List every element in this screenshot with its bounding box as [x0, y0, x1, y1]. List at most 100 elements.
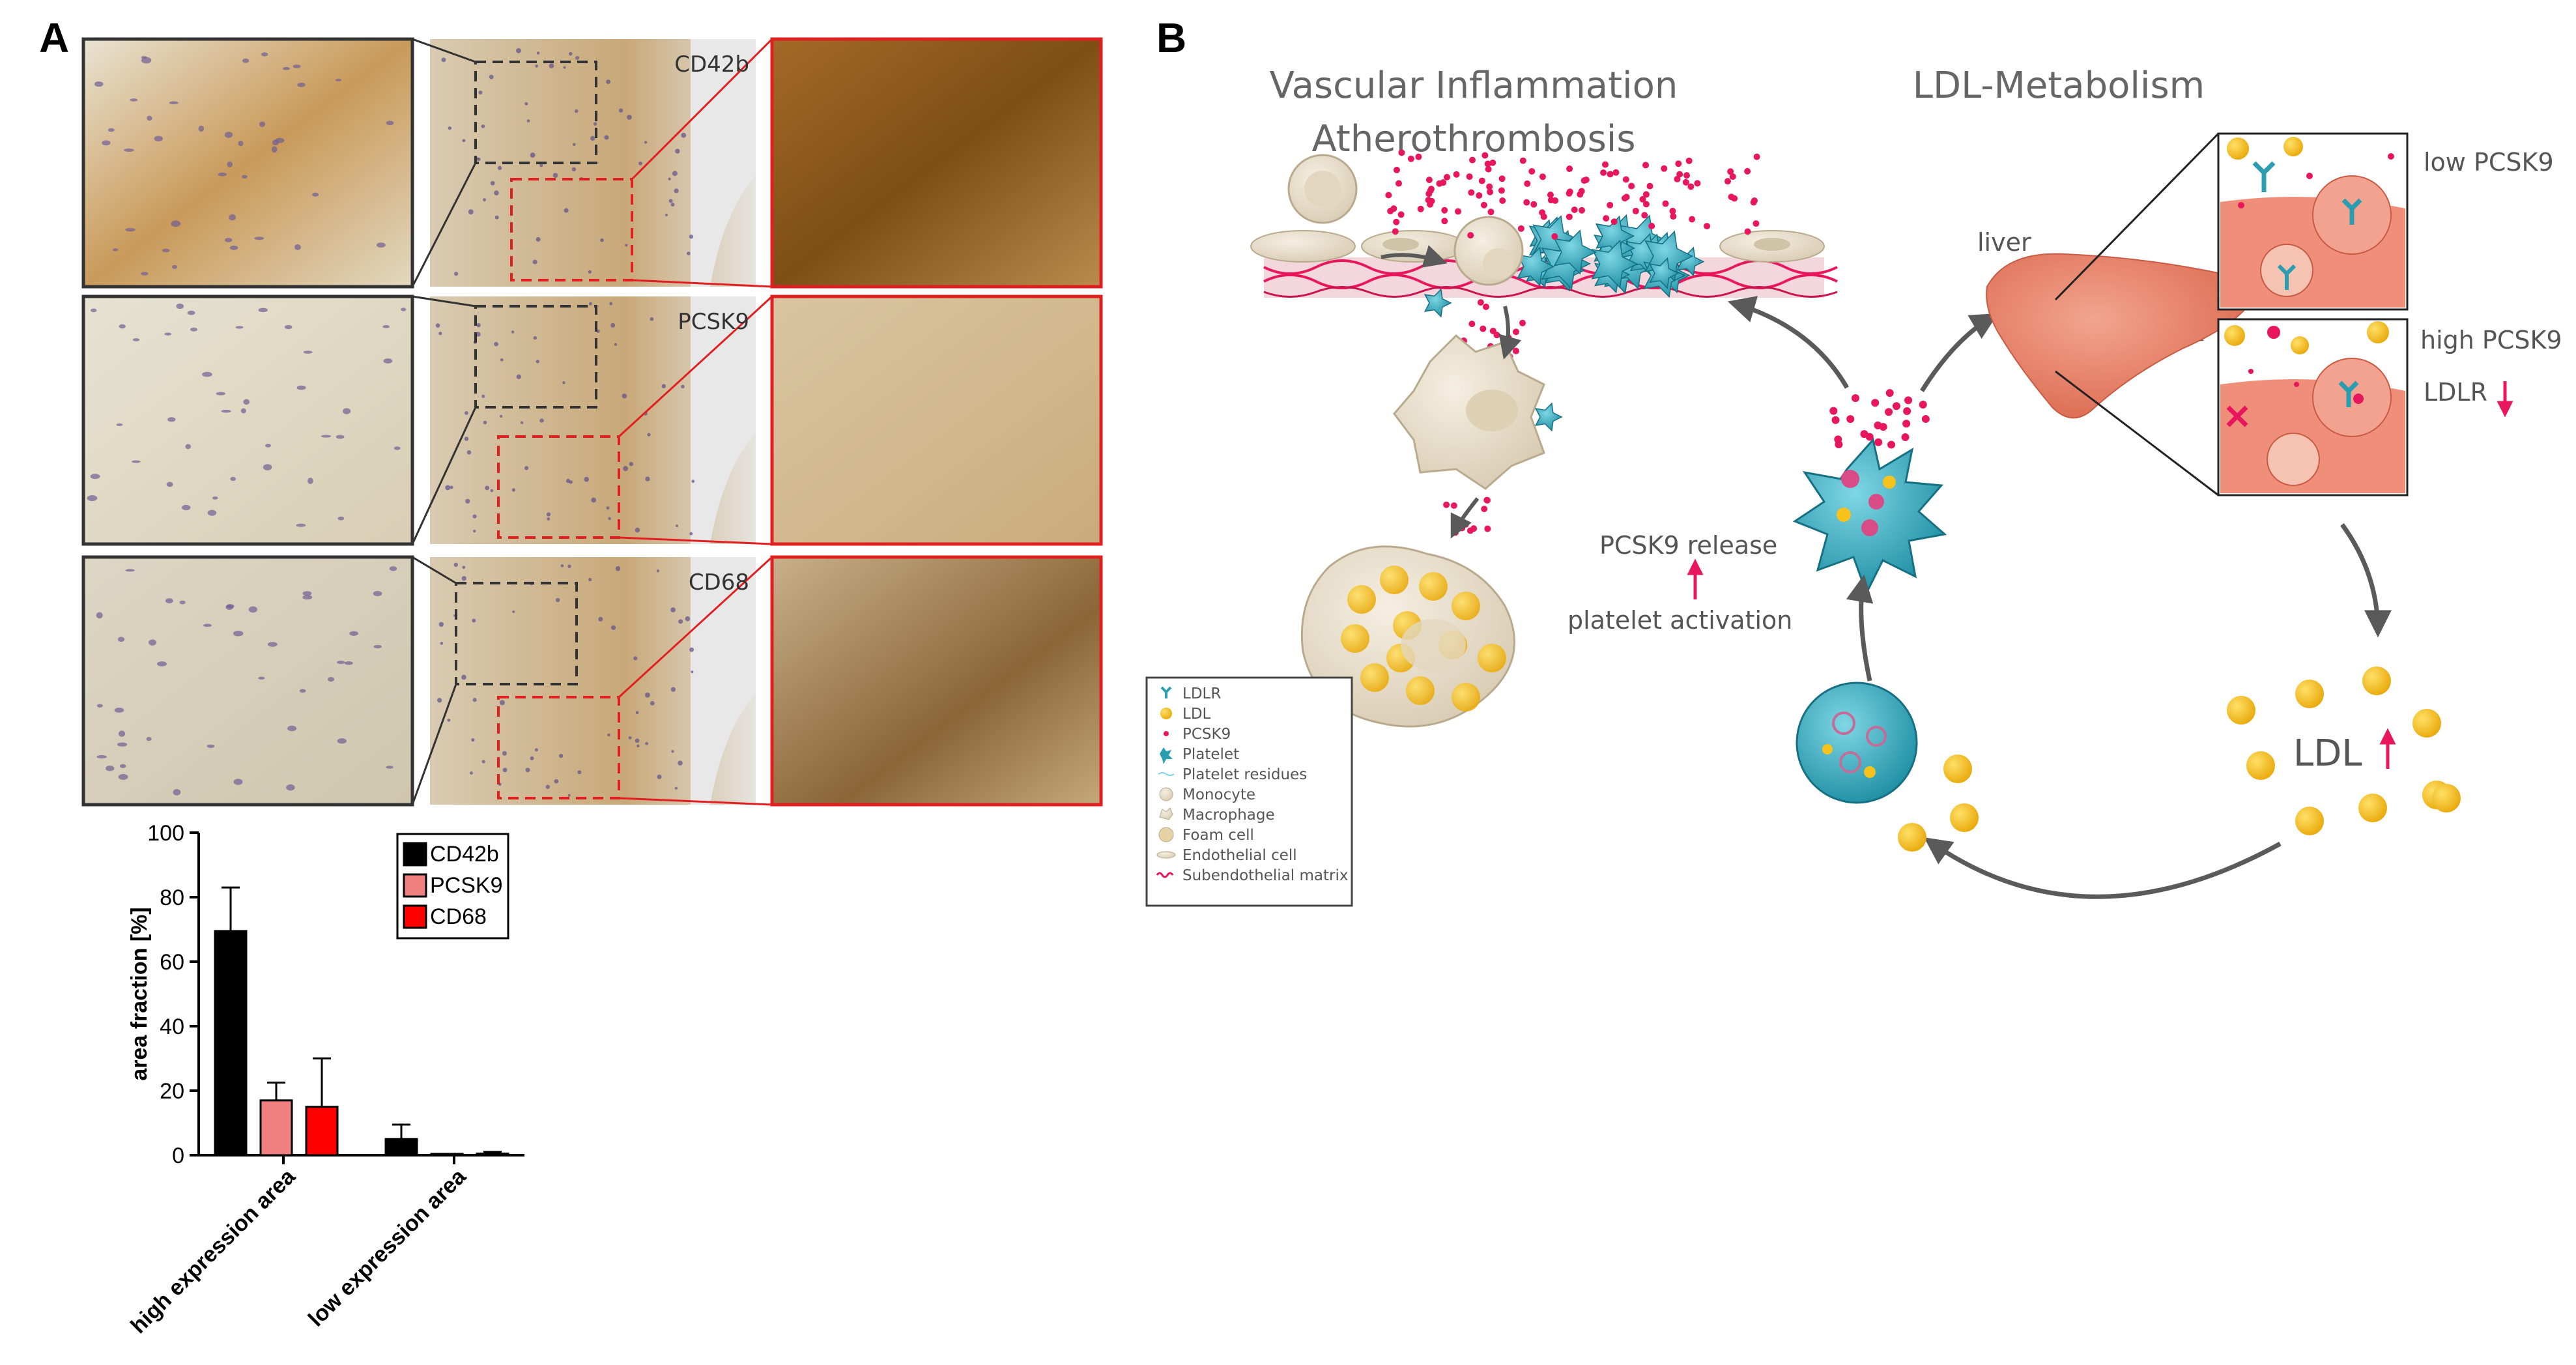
- nucleus: [261, 52, 268, 57]
- pcsk9-dot: [1540, 213, 1547, 220]
- nucleus: [563, 66, 566, 69]
- nucleus: [224, 238, 233, 242]
- pcsk9-dot: [1468, 189, 1475, 196]
- nucleus: [386, 121, 394, 126]
- pcsk9-dot: [1579, 207, 1586, 214]
- pcsk9-dot: [1674, 175, 1681, 182]
- nucleus: [448, 126, 452, 130]
- pcsk9-dot: [1603, 215, 1610, 222]
- nucleus: [112, 248, 119, 251]
- nucleus: [536, 360, 539, 364]
- pcsk9-dot: [1675, 160, 1682, 167]
- nucleus: [476, 323, 481, 328]
- nucleus: [476, 332, 481, 337]
- nucleus: [472, 618, 476, 623]
- nucleus: [534, 748, 538, 752]
- bar-pcsk9-low: [430, 1153, 464, 1157]
- released-pcsk9-dot: [1871, 399, 1880, 407]
- pcsk9-dot: [1499, 197, 1506, 204]
- nucleus: [216, 392, 225, 395]
- arrow-to-ldl: [2340, 523, 2392, 638]
- pcsk9-dot: [1436, 180, 1443, 187]
- foam-cell-icon: [1158, 827, 1174, 842]
- pcsk9-dot: [1480, 325, 1487, 332]
- nucleus: [614, 343, 618, 346]
- nucleus: [265, 444, 271, 448]
- nucleus: [671, 750, 674, 753]
- nucleus: [233, 779, 243, 785]
- nucleus: [549, 63, 554, 68]
- nucleus: [167, 417, 176, 422]
- pcsk9-dot: [1744, 228, 1751, 235]
- ldl-particle: [2362, 667, 2391, 695]
- nucleus: [568, 51, 573, 56]
- pcsk9-dot: [1646, 182, 1653, 190]
- roi-box-high: [510, 178, 633, 281]
- endothelial-cell-icon: [1156, 851, 1176, 859]
- connector-line: [631, 38, 773, 180]
- x-tick-label: high expression area: [126, 1164, 300, 1338]
- nucleus: [96, 612, 103, 619]
- nucleus: [533, 336, 537, 340]
- nucleus: [96, 704, 103, 708]
- nucleus: [286, 784, 295, 791]
- nucleus: [132, 338, 140, 341]
- y-tick-label: 100: [147, 821, 184, 846]
- roi-box-low: [455, 582, 578, 685]
- nucleus: [625, 244, 628, 247]
- pcsk9-dot: [1601, 161, 1609, 168]
- pcsk9-dot: [1729, 173, 1736, 180]
- legend-item: LDL: [1160, 706, 1211, 723]
- bar-cd42b-low: [384, 1138, 418, 1157]
- pcsk9-dot: [1600, 169, 1607, 176]
- nucleus: [242, 58, 250, 63]
- nucleus: [512, 610, 515, 613]
- bar-cd68-high: [305, 1106, 339, 1157]
- nucleus: [461, 576, 466, 581]
- nucleus: [689, 234, 694, 239]
- pcsk9-dot: [1632, 207, 1639, 214]
- nucleus: [96, 755, 107, 759]
- pcsk9-dot: [1687, 183, 1695, 190]
- nucleus: [539, 163, 543, 167]
- nucleus: [627, 115, 632, 120]
- nucleus: [187, 310, 195, 315]
- nucleus: [473, 529, 476, 533]
- pcsk9-dot: [1393, 166, 1400, 173]
- pcsk9-dot: [1444, 173, 1451, 180]
- y-axis-label: area fraction [%]: [127, 907, 152, 1080]
- legend-item-label: Platelet residues: [1182, 766, 1307, 783]
- nucleus: [462, 566, 466, 569]
- nucleus: [373, 644, 382, 649]
- pcsk9-dot: [1481, 152, 1489, 159]
- nucleus: [678, 619, 683, 624]
- pcsk9-dot: [1477, 299, 1484, 306]
- lipid-droplet: [1380, 566, 1409, 594]
- nucleus: [382, 325, 390, 328]
- nucleus: [401, 308, 407, 311]
- pcsk9-dot: [1441, 207, 1448, 214]
- nucleus: [569, 480, 573, 484]
- nucleus: [258, 676, 265, 680]
- nucleus: [483, 198, 487, 202]
- nucleus: [468, 209, 474, 215]
- released-pcsk9-dot: [1834, 435, 1842, 444]
- micrograph-row-cd42b: CD42b: [81, 37, 1103, 289]
- nucleus: [299, 689, 306, 693]
- nucleus: [267, 642, 278, 647]
- legend-item: Macrophage: [1159, 807, 1275, 824]
- pcsk9-dot: [1753, 220, 1760, 227]
- nucleus: [670, 607, 676, 612]
- nucleus: [645, 741, 649, 745]
- released-pcsk9-dot: [1846, 415, 1855, 424]
- pcsk9-dot: [1524, 180, 1531, 187]
- nucleus: [336, 660, 345, 665]
- foam-cell-lipid-droplets: [1341, 566, 1506, 711]
- nucleus: [604, 135, 609, 140]
- ldl-particle: [2295, 680, 2324, 708]
- nucleus: [588, 577, 592, 582]
- overview-lumen: [691, 296, 756, 544]
- ldl-icon: [1160, 708, 1172, 719]
- nucleus: [502, 768, 508, 773]
